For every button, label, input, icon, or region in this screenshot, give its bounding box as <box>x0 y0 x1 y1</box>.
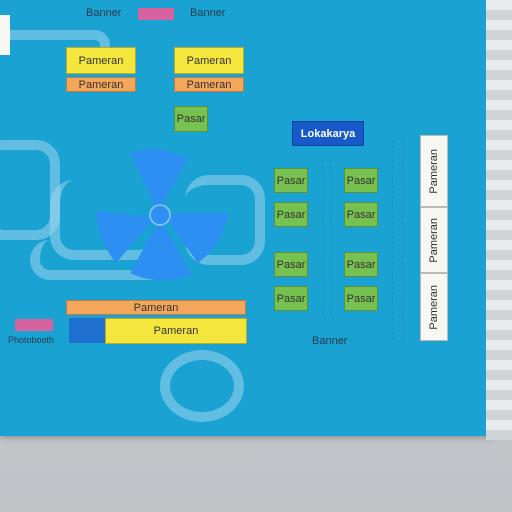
aisle-line <box>392 140 393 340</box>
aisle-line <box>322 160 323 315</box>
pameran-label: Pameran <box>428 217 440 263</box>
pameran-label: Pameran <box>428 148 440 194</box>
aisle-line <box>330 160 331 315</box>
pasar-booth[interactable]: Pasar <box>274 286 308 311</box>
fan-icon <box>96 149 228 281</box>
pameran-booth-vertical[interactable]: Pameran <box>420 207 448 273</box>
pameran-booth[interactable]: Pameran <box>174 47 244 74</box>
banner-label-right: Banner <box>190 7 226 19</box>
route-curve-mid <box>50 180 160 260</box>
banner-label-bottom: Banner <box>312 335 348 347</box>
aisle-line <box>402 140 403 340</box>
pameran-booth-vertical[interactable]: Pameran <box>420 135 448 207</box>
pameran-label: Pameran <box>428 284 440 330</box>
route-curve-right <box>185 175 265 265</box>
paper-edge <box>486 0 512 440</box>
pasar-booth[interactable]: Pasar <box>274 168 308 193</box>
booth-blue-block <box>69 318 105 343</box>
route-bottom <box>160 350 244 422</box>
photobooth-marker <box>15 319 53 331</box>
pasar-booth[interactable]: Pasar <box>344 168 378 193</box>
pasar-booth[interactable]: Pasar <box>344 252 378 277</box>
pameran-booth[interactable]: Pameran <box>66 77 136 92</box>
banner-marker <box>138 8 174 20</box>
pasar-booth[interactable]: Pasar <box>274 252 308 277</box>
banner-label-left: Banner <box>86 7 122 19</box>
pasar-booth[interactable]: Pasar <box>344 202 378 227</box>
left-edge-marker <box>0 15 10 55</box>
pasar-booth[interactable]: Pasar <box>274 202 308 227</box>
route-top <box>0 30 110 60</box>
pasar-booth[interactable]: Pasar <box>344 286 378 311</box>
lokakarya-booth[interactable]: Lokakarya <box>292 121 364 146</box>
pameran-booth[interactable]: Pameran <box>66 300 246 315</box>
pameran-booth[interactable]: Pameran <box>174 77 244 92</box>
pameran-booth[interactable]: Pameran <box>66 47 136 74</box>
pameran-booth-vertical[interactable]: Pameran <box>420 273 448 341</box>
photobooth-label: Photobooth <box>8 335 55 345</box>
pameran-booth[interactable]: Pameran <box>105 318 247 344</box>
pasar-booth[interactable]: Pasar <box>174 106 208 132</box>
